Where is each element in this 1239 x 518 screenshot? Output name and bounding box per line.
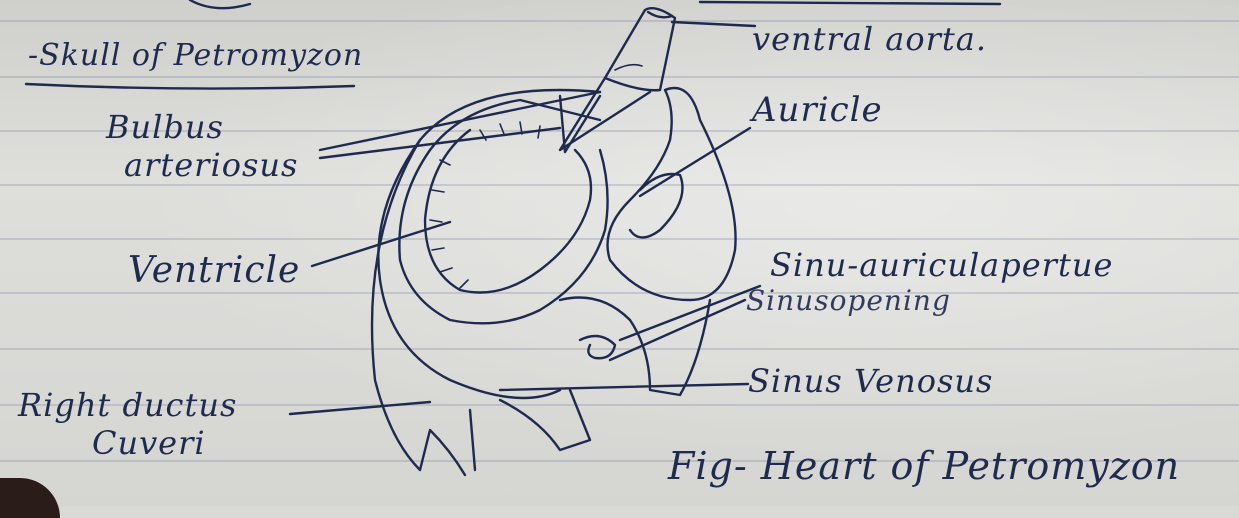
label-sinus-venosus: Sinus Venosus — [748, 362, 993, 400]
leader-sinu-auricular — [620, 286, 760, 340]
leader-right-ductus — [290, 402, 430, 414]
title-underline — [26, 84, 354, 89]
label-bulbus-line1: Bulbus — [106, 108, 224, 146]
leader-sinus-venosus — [500, 384, 748, 390]
leader-sinus-opening — [610, 300, 745, 360]
page-title: -Skull of Petromyzon — [28, 38, 363, 73]
leader-auricle — [640, 128, 750, 196]
label-auricle: Auricle — [752, 90, 883, 130]
leader-ventral-aorta — [672, 22, 755, 26]
top-scribble — [190, 0, 250, 8]
label-right-ductus-line1: Right ductus — [18, 386, 237, 424]
label-sinu-auricular-line1: Sinu-auriculapertue — [770, 246, 1113, 284]
label-right-ductus-line2: Cuveri — [92, 424, 206, 462]
ventral-aorta-shape — [605, 8, 675, 90]
label-sinu-auricular-line2: Sinusopening — [746, 284, 951, 317]
label-bulbus-line2: arteriosus — [124, 146, 298, 184]
figure-caption: Fig- Heart of Petromyzon — [668, 444, 1180, 488]
sinus-venosus-shape — [560, 298, 710, 396]
label-ventricle: Ventricle — [128, 250, 300, 291]
label-ventral-aorta: ventral aorta. — [752, 20, 987, 58]
auricle-shape — [608, 88, 736, 300]
